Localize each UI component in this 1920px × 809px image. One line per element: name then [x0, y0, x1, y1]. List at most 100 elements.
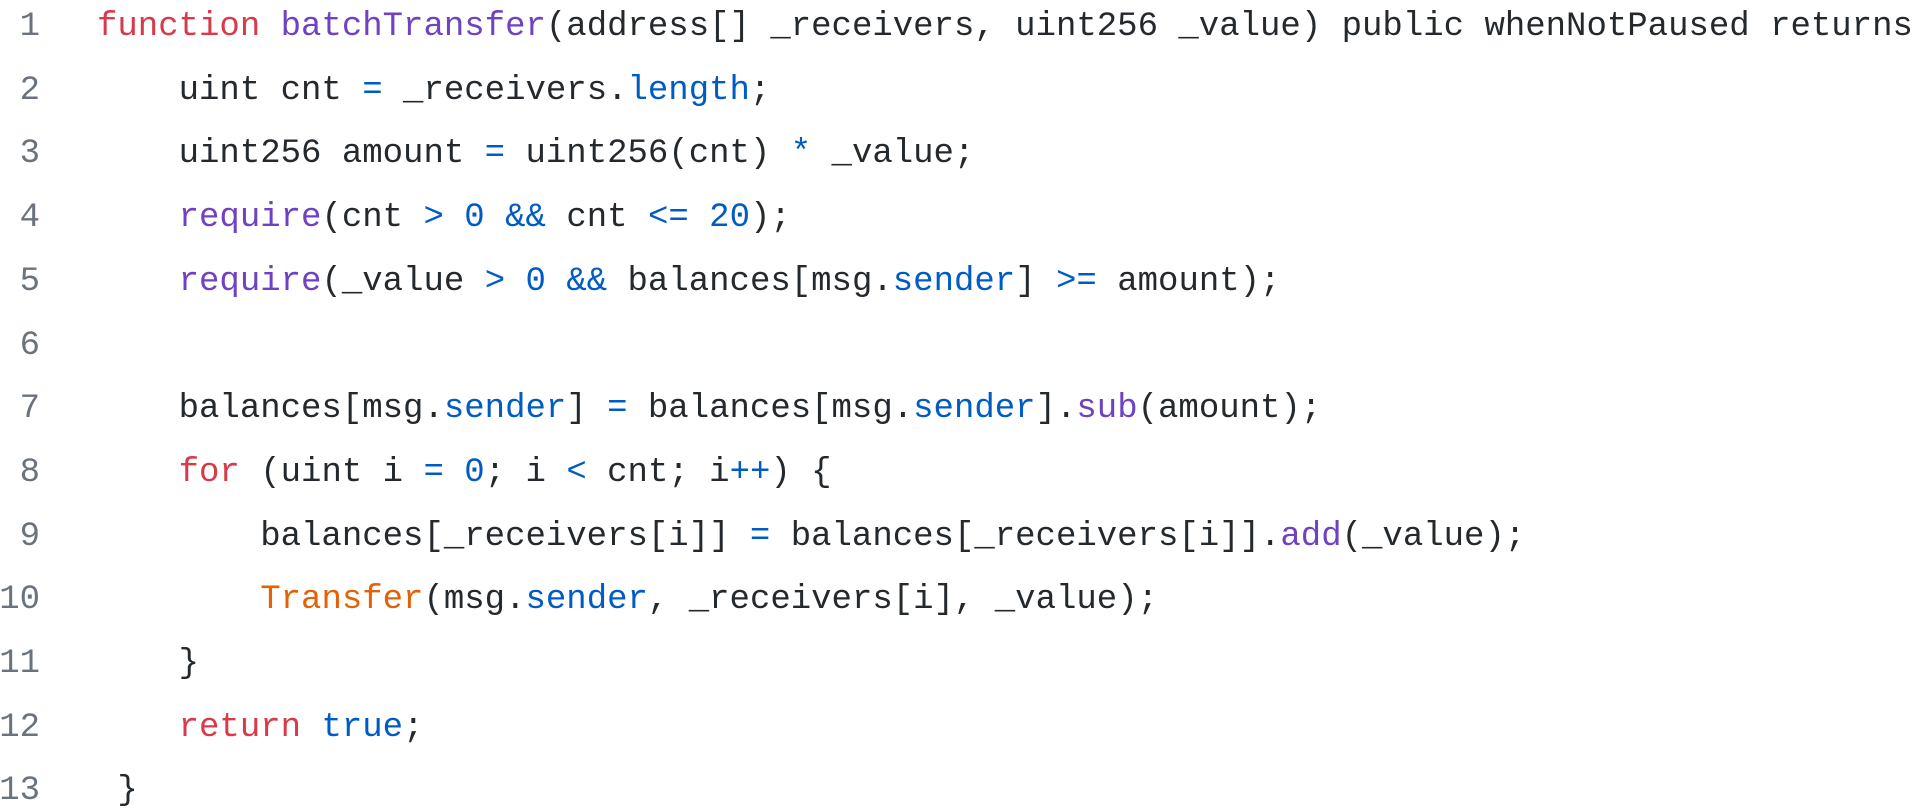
constant: length [627, 71, 750, 110]
line-number: 5 [19, 262, 40, 301]
keyword: function [97, 8, 261, 46]
event-name: Transfer [260, 581, 424, 620]
line-source: balances[msg.sender] = balances[msg.send… [97, 377, 1322, 441]
line-number: 10 [0, 581, 40, 620]
code-text: ] [566, 390, 608, 429]
code-text [97, 263, 179, 301]
code-text: amount); [1096, 262, 1281, 301]
code-text [97, 199, 179, 237]
code-text: ; [749, 71, 771, 110]
code-text: _receivers. [382, 71, 628, 110]
code-text [485, 199, 505, 237]
code-text: _value; [811, 135, 975, 174]
code-text [97, 581, 260, 619]
constant: = [423, 453, 444, 492]
line-source: } [97, 632, 199, 696]
constant: * [790, 135, 812, 174]
keyword: for [178, 453, 240, 492]
constant: = [362, 71, 383, 110]
constant: > [423, 199, 444, 238]
code-text: } [97, 645, 200, 683]
code-text [260, 8, 280, 46]
code-text: (amount); [1137, 390, 1322, 429]
constant: sender [913, 390, 1036, 429]
line-source: } [97, 759, 138, 809]
constant: true [321, 708, 404, 747]
line-number: 8 [19, 453, 40, 492]
line-source: balances[_receivers[i]] = balances[_rece… [97, 505, 1525, 569]
code-text: , _receivers[i], _value); [647, 581, 1159, 620]
code-text: (_value); [1341, 517, 1526, 556]
code-text: (cnt [321, 199, 424, 238]
line-source: require(cnt > 0 && cnt <= 20); [97, 186, 791, 250]
constant: = [607, 390, 628, 429]
code-text: ) { [770, 453, 832, 492]
constant: > [484, 262, 506, 301]
code-text: } [97, 772, 138, 809]
line-source: uint256 amount = uint256(cnt) * _value; [97, 122, 975, 186]
constant: 20 [709, 199, 750, 238]
code-text: ] [1015, 262, 1057, 301]
constant: sender [892, 262, 1016, 301]
constant: <= [647, 199, 689, 238]
constant: 0 [525, 262, 546, 301]
constant: < [566, 453, 587, 492]
keyword: return [178, 708, 302, 747]
line-number: 1 [19, 8, 40, 46]
code-text [546, 263, 566, 301]
function-name: add [1280, 517, 1342, 556]
line-number: 6 [19, 326, 40, 365]
line-source: function batchTransfer(address[] _receiv… [97, 0, 1913, 59]
code-text [444, 454, 464, 492]
function-name: batchTransfer [280, 8, 546, 46]
code-text [505, 263, 525, 301]
code-text: balances[msg. [97, 390, 444, 429]
constant: ++ [729, 453, 771, 492]
function-name: require [178, 262, 322, 301]
constant: 0 [464, 453, 485, 492]
constant: && [505, 199, 546, 238]
code-text: ; [403, 708, 424, 747]
code-text [97, 454, 179, 492]
code-text: balances[msg. [607, 262, 893, 301]
code-text: uint256 amount [97, 135, 485, 174]
code-text [97, 709, 179, 747]
code-text: cnt [545, 199, 648, 238]
code-text: uint256(cnt) [505, 135, 791, 174]
line-number: 4 [19, 199, 40, 238]
code-text [689, 199, 709, 237]
constant: >= [1056, 262, 1097, 301]
line-source: require(_value > 0 && balances[msg.sende… [97, 250, 1281, 314]
code-text: (address[] _receivers, uint256 _value) p… [545, 8, 1913, 46]
line-source: Transfer(msg.sender, _receivers[i], _val… [97, 568, 1158, 632]
code-text: (uint i [239, 453, 424, 492]
line-number: 3 [19, 135, 40, 174]
code-text: uint cnt [97, 71, 363, 110]
line-number: 11 [0, 645, 40, 683]
code-text: ); [749, 199, 791, 238]
code-text: cnt; i [586, 453, 730, 492]
line-number: 9 [19, 517, 40, 556]
code-text: balances[_receivers[i]] [97, 517, 750, 556]
constant: = [484, 135, 506, 174]
code-text: ; i [484, 453, 567, 492]
line-number: 13 [0, 772, 40, 809]
code-text: (_value [321, 262, 485, 301]
constant: sender [525, 581, 648, 620]
function-name: require [178, 199, 322, 238]
code-text: (msg. [423, 581, 526, 620]
code-text: balances[_receivers[i]]. [770, 517, 1281, 556]
line-source: return true; [97, 696, 424, 760]
constant: && [566, 262, 608, 301]
code-text: balances[msg. [627, 390, 914, 429]
code-text [301, 709, 321, 747]
line-source: uint cnt = _receivers.length; [97, 59, 771, 123]
constant: sender [443, 390, 567, 429]
line-number: 2 [19, 71, 40, 110]
code-text [444, 199, 464, 237]
constant: 0 [464, 199, 485, 238]
constant: = [749, 517, 771, 556]
line-number: 7 [19, 390, 40, 429]
code-text: ]. [1035, 390, 1077, 429]
